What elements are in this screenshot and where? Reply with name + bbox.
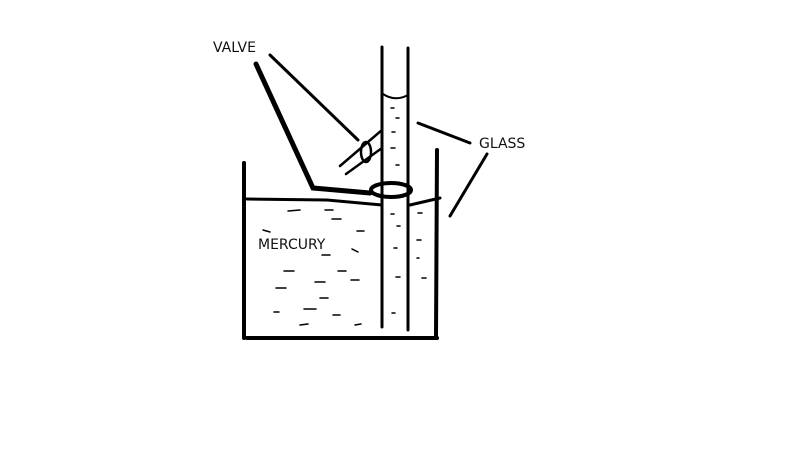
meniscus — [382, 93, 409, 100]
glass-pointer-2 — [448, 152, 489, 218]
valve-pipe — [253, 61, 373, 196]
ring-seal — [369, 181, 413, 199]
mercury-texture — [262, 107, 427, 326]
valve-label: VALVE — [213, 40, 256, 56]
mercury-surface-right — [408, 196, 442, 207]
glass-pointer-1 — [416, 121, 472, 145]
mercury-container — [242, 148, 439, 340]
mercury-label: MERCURY — [258, 237, 326, 253]
mercury-surface — [245, 197, 384, 207]
valve — [338, 128, 384, 176]
glass-tube — [380, 45, 410, 332]
valve-pointer — [268, 53, 360, 142]
glass-label: GLASS — [479, 136, 525, 152]
